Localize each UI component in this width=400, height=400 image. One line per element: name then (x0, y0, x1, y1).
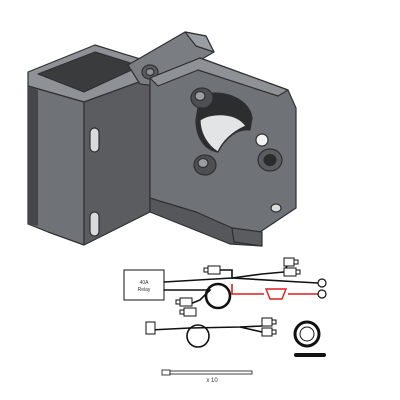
bolt-lower-hex (197, 157, 209, 169)
wire-to-bottom-right-2 (239, 326, 263, 333)
ring-terminal-1 (317, 278, 327, 288)
spacer-sleeve-bore (263, 153, 277, 167)
ring-terminal-2 (317, 289, 327, 299)
connector-left-upper-pin (175, 299, 181, 305)
bottom-tab (231, 227, 263, 247)
slot-lower (89, 211, 100, 237)
cable-tie-strap (169, 370, 253, 375)
mount-hole (255, 133, 269, 147)
connector-left-lower-pin (179, 309, 185, 315)
tube-inner-shade (28, 86, 38, 226)
connector-top-left-pin (203, 267, 209, 273)
connector-top-left (207, 265, 221, 275)
gusset-top-edge (184, 31, 215, 53)
bolt-upper-hex (194, 90, 206, 102)
inline-fuse-holder (264, 288, 288, 300)
wire-coil-upper (204, 282, 232, 310)
side-plate-ledge (149, 57, 289, 97)
slot-upper (89, 127, 100, 153)
connector-bottom-right-1 (261, 317, 273, 327)
wire-spool (293, 320, 321, 348)
connector-top-right-pin (293, 259, 299, 265)
cable-tie-quantity: x 10 (206, 378, 218, 384)
wire-coil-lower (186, 324, 210, 348)
connector-top-right (283, 257, 295, 267)
connector-mid-right-pin (295, 269, 301, 275)
plate-hole-lower (270, 203, 282, 213)
connector-bottom-right-1-pin (271, 319, 277, 325)
connector-bottom-left (145, 321, 156, 335)
cable-tie (161, 369, 253, 376)
cable-tie-head (161, 369, 171, 376)
relay-box (123, 269, 165, 301)
center-cutout-lower (199, 114, 247, 153)
wiring-harness: 40A Relay (123, 257, 327, 348)
connector-left-upper (179, 297, 193, 307)
connector-mid-right (283, 267, 297, 277)
pivot-bolt-head (145, 67, 155, 77)
harness-connectors (145, 257, 301, 337)
relay-label-amps: 40A (140, 280, 150, 286)
relay-label-name: Relay (138, 287, 151, 293)
wire-spool-ring (293, 320, 321, 348)
connector-bottom-right-2-pin (271, 329, 277, 335)
mounting-bracket (27, 31, 297, 247)
connector-bottom-right-2 (261, 327, 273, 337)
connector-left-lower (183, 307, 197, 317)
heat-shrink-tube (294, 353, 326, 357)
wire-spool-inner (299, 326, 315, 342)
harness-wire-red (231, 284, 318, 295)
